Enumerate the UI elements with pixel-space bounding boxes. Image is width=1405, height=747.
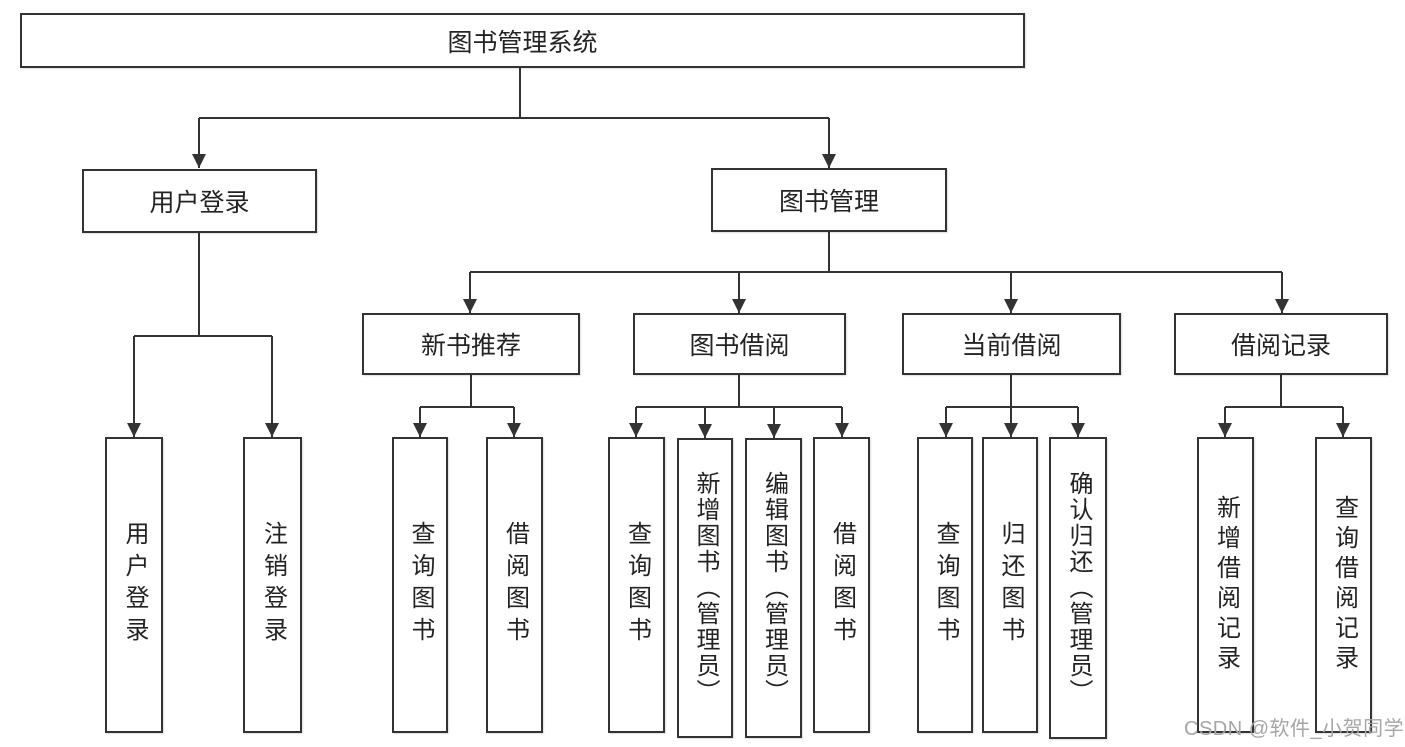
leaf-borrow-query-books: 查询图书 bbox=[608, 437, 665, 733]
node-borrow-records: 借阅记录 bbox=[1174, 313, 1388, 375]
node-borrow-records-label: 借阅记录 bbox=[1230, 332, 1331, 360]
node-user-login-label: 用户登录 bbox=[149, 189, 250, 217]
leaf-add-borrow-record: 新增借阅记录 bbox=[1197, 437, 1254, 733]
node-book-management-label: 图书管理 bbox=[778, 188, 879, 216]
node-current-borrow-label: 当前借阅 bbox=[961, 332, 1062, 360]
leaf-user-login: 用户登录 bbox=[105, 437, 163, 733]
leaf-return-books: 归还图书 bbox=[982, 437, 1038, 733]
leaf-query-borrow-record: 查询借阅记录 bbox=[1315, 437, 1372, 733]
node-user-login: 用户登录 bbox=[82, 169, 317, 233]
node-root-label: 图书管理系统 bbox=[447, 28, 598, 57]
leaf-add-book-admin: 新增图书（管理员） bbox=[677, 438, 733, 738]
leaf-newbook-borrow-books: 借阅图书 bbox=[486, 437, 543, 733]
connector-group bbox=[127, 68, 1350, 438]
node-book-borrow: 图书借阅 bbox=[633, 313, 846, 375]
leaf-confirm-return-admin: 确认归还（管理员） bbox=[1049, 437, 1107, 739]
node-new-book-recommend-label: 新书推荐 bbox=[420, 332, 521, 360]
leaf-newbook-query-books: 查询图书 bbox=[392, 437, 448, 733]
leaf-logout: 注销登录 bbox=[243, 437, 302, 733]
node-book-borrow-label: 图书借阅 bbox=[689, 332, 790, 360]
node-new-book-recommend: 新书推荐 bbox=[362, 313, 580, 375]
csdn-watermark: CSDN @软件_小贺同学 bbox=[1184, 718, 1405, 740]
leaf-current-query-books: 查询图书 bbox=[917, 437, 973, 733]
leaf-borrow-borrow-books: 借阅图书 bbox=[813, 437, 870, 733]
node-current-borrow: 当前借阅 bbox=[902, 313, 1121, 375]
node-book-management: 图书管理 bbox=[711, 168, 947, 232]
leaf-edit-book-admin: 编辑图书（管理员） bbox=[745, 438, 802, 738]
node-root: 图书管理系统 bbox=[20, 13, 1025, 68]
